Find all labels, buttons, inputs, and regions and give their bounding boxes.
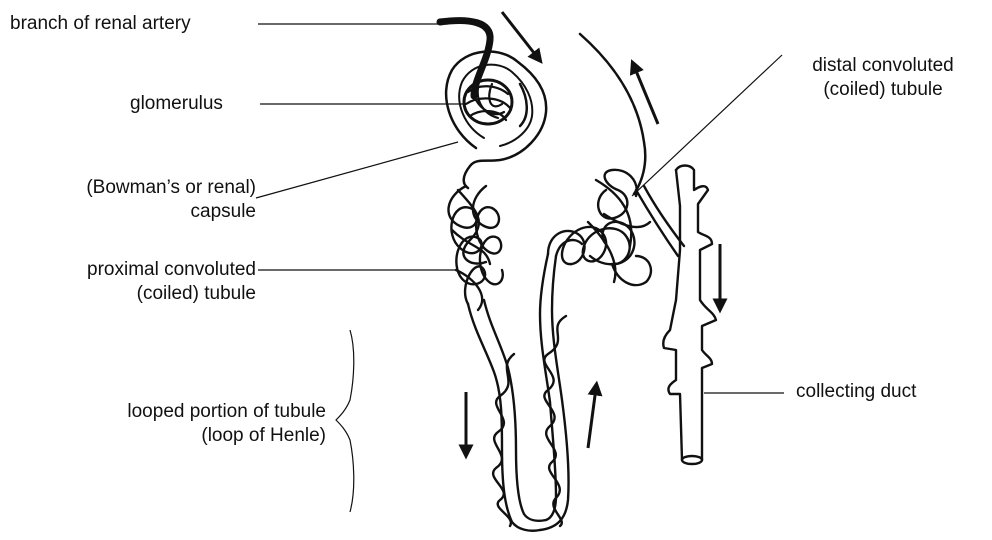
- label-renal-artery: branch of renal artery: [10, 12, 191, 36]
- label-capsule-line2: capsule: [36, 200, 256, 224]
- nephron-structure: [440, 21, 716, 531]
- label-proximal-line2: (coiled) tubule: [30, 282, 256, 306]
- collecting-duct: [663, 166, 716, 465]
- ascending-limb: [540, 254, 569, 530]
- label-distal-tubule: distal convoluted (coiled) tubule: [788, 54, 978, 102]
- label-distal-line1: distal convoluted: [788, 54, 978, 78]
- leader-lines: [256, 24, 784, 512]
- arrow-up-ascending-limb-icon: [588, 388, 596, 448]
- leader-distal: [632, 55, 782, 196]
- label-glomerulus: glomerulus: [130, 92, 223, 116]
- label-proximal-line1: proximal convoluted: [30, 258, 256, 282]
- label-loop-line2: (loop of Henle): [30, 424, 326, 448]
- label-collecting-duct: collecting duct: [796, 380, 916, 404]
- distal-tubule: [548, 170, 684, 285]
- label-proximal-tubule: proximal convoluted (coiled) tubule: [30, 258, 256, 306]
- flow-arrows: [466, 12, 720, 452]
- glomerulus-knot: [464, 80, 512, 124]
- descending-limb: [468, 300, 546, 531]
- efferent-arteriole: [520, 84, 527, 126]
- label-loop-of-henle: looped portion of tubule (loop of Henle): [30, 400, 326, 448]
- proximal-tubule: [449, 186, 503, 310]
- label-capsule: (Bowman’s or renal) capsule: [36, 176, 256, 224]
- loop-bracket: [336, 330, 354, 512]
- leader-capsule: [256, 142, 458, 198]
- label-capsule-line1: (Bowman’s or renal): [36, 176, 256, 200]
- arrow-into-renal-artery-icon: [502, 12, 538, 58]
- label-distal-line2: (coiled) tubule: [788, 78, 978, 102]
- label-loop-line1: looped portion of tubule: [30, 400, 326, 424]
